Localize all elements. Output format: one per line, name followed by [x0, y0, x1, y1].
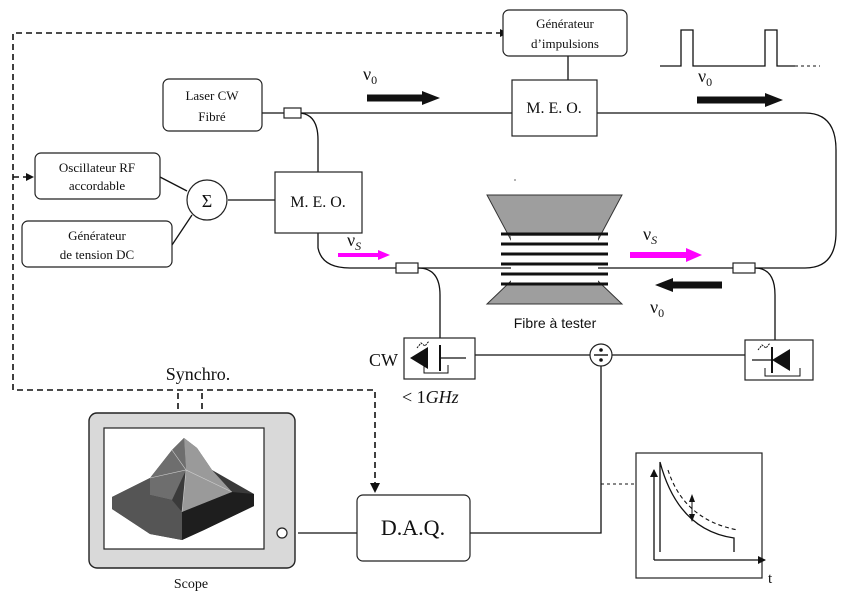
photodetector-icon [403, 337, 476, 380]
fibre-lines [159, 56, 837, 534]
sum-symbol: Σ [202, 191, 212, 211]
fibre-label: Fibre à tester [514, 315, 597, 331]
sum-node: Σ [186, 179, 228, 221]
pulse-gen-line1: Générateur [536, 16, 594, 31]
coupler-icon [732, 262, 756, 274]
pulse-train [660, 29, 795, 67]
nu0-arrow-right: ν0 [697, 66, 783, 107]
nu0-arrow-back: ν0 [650, 278, 722, 320]
photodetector-icon [744, 339, 814, 381]
nu0-sub: 0 [706, 75, 712, 89]
trace-inset: t [635, 452, 773, 587]
laser-cw-box: Laser CW Fibré [162, 78, 263, 132]
bandwidth-unit: GHz [426, 387, 459, 407]
rf-osc-line2: accordable [69, 178, 126, 193]
time-axis-label: t [768, 571, 773, 587]
nus-sub: S [355, 239, 361, 253]
dc-gen-line2: de tension DC [60, 247, 134, 262]
bandwidth-label: < 1GHz [402, 387, 459, 407]
svg-text:ν0: ν0 [698, 66, 712, 89]
nu0-sub: 0 [371, 73, 377, 87]
daq-box: D.A.Q. [356, 494, 471, 562]
svg-text:νS: νS [347, 230, 361, 253]
division-icon [589, 343, 613, 367]
dc-gen-line1: Générateur [68, 228, 126, 243]
svg-text:ν0: ν0 [363, 64, 377, 87]
synchro-label: Synchro. [166, 364, 231, 384]
nu0-symbol: ν [363, 64, 371, 84]
pulse-generator-box: Générateur d’impulsions [502, 9, 628, 57]
nu0-arrow-left: ν0 [363, 64, 440, 105]
laser-label-line1: Laser CW [185, 88, 239, 103]
meo-top-box: M. E. O. [511, 79, 598, 137]
nu0-sub: 0 [658, 306, 664, 320]
nu0-symbol: ν [650, 297, 658, 317]
nus-arrow-right: νS [630, 224, 702, 262]
surface-plot-icon [112, 438, 254, 540]
nus-arrow-left: νS [338, 230, 390, 260]
cw-label: CW [369, 350, 398, 370]
laser-label-line2: Fibré [198, 109, 226, 124]
pulse-gen-line2: d’impulsions [531, 36, 599, 51]
meo-left-box: M. E. O. [274, 171, 363, 234]
svg-text:ν0: ν0 [650, 297, 664, 320]
nus-symbol: ν [347, 230, 355, 250]
scope-device: Scope [88, 412, 296, 591]
daq-label: D.A.Q. [381, 515, 445, 540]
meo-left-label: M. E. O. [290, 194, 346, 211]
bandwidth-prefix: < 1 [402, 387, 426, 407]
meo-top-label: M. E. O. [526, 100, 582, 117]
fibre-under-test: Fibre à tester [485, 194, 624, 331]
coupler-icon [283, 107, 302, 119]
rf-oscillator-box: Oscillateur RF accordable [34, 152, 161, 200]
nu0-symbol: ν [698, 66, 706, 86]
rf-osc-line1: Oscillateur RF [59, 160, 135, 175]
nus-sub: S [651, 233, 657, 247]
coupler-icon [395, 262, 419, 274]
svg-text:νS: νS [643, 224, 657, 247]
scope-label: Scope [174, 577, 208, 591]
dc-generator-box: Générateur de tension DC [21, 220, 173, 268]
sync-dashed-lines [12, 29, 508, 493]
nus-symbol: ν [643, 224, 651, 244]
